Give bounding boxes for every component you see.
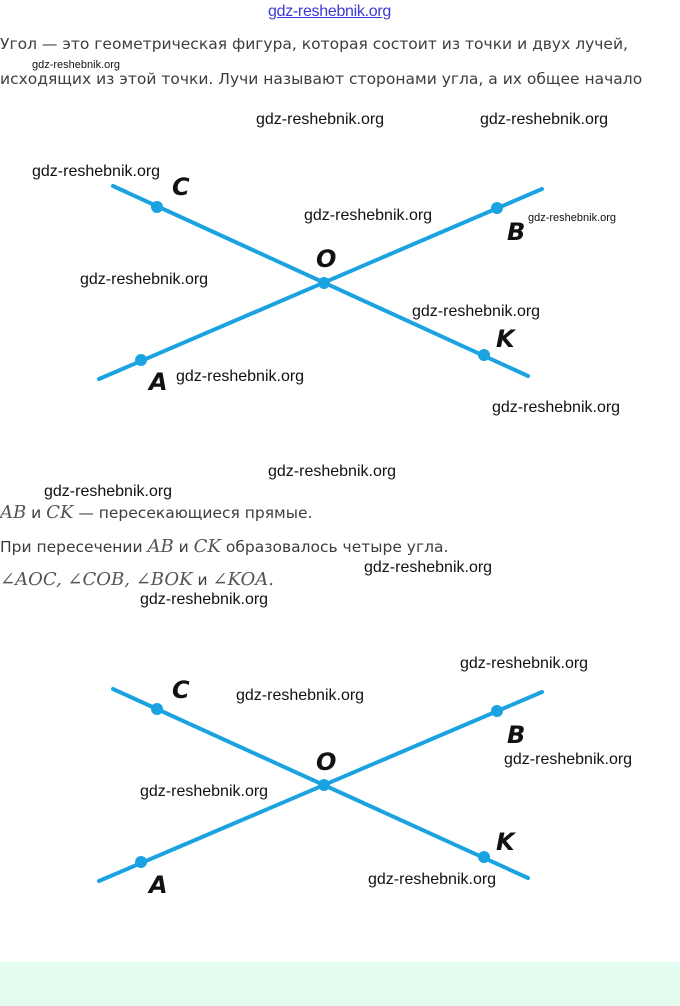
intersecting-lines-diagram-2: C B O K A — [97, 676, 544, 899]
label-k: K — [496, 325, 517, 353]
math-ck: CK — [46, 502, 74, 523]
text: При пересечении — [0, 538, 148, 556]
watermark: gdz-reshebnik.org — [140, 783, 269, 800]
statement-four-angles: При пересечении AB и CK образовалось чет… — [0, 536, 448, 557]
text: и — [26, 504, 47, 522]
point-k — [478, 349, 490, 361]
math-ab: AB — [0, 502, 27, 523]
watermark-link[interactable]: gdz-reshebnik.org — [268, 3, 391, 20]
watermark: gdz-reshebnik.org — [528, 212, 617, 224]
point-k — [478, 851, 490, 863]
math-ck: CK — [193, 536, 221, 557]
angles-list: ∠AOC, ∠COB, ∠BOK и ∠KOA. — [0, 569, 274, 590]
intro-line-2: исходящих из этой точки. Лучи называют с… — [0, 70, 643, 88]
point-b — [491, 202, 503, 214]
math-angle-koa: ∠KOA. — [212, 569, 275, 590]
watermark: gdz-reshebnik.org — [236, 687, 365, 704]
math-ab: AB — [147, 536, 174, 557]
label-o: O — [316, 245, 336, 273]
footer-band — [0, 962, 680, 1006]
text: — пересекающиеся прямые. — [73, 504, 313, 522]
point-a — [135, 856, 147, 868]
point-o — [318, 779, 330, 791]
watermark: gdz-reshebnik.org — [504, 751, 633, 768]
watermark: gdz-reshebnik.org — [268, 463, 397, 480]
watermark: gdz-reshebnik.org — [256, 111, 385, 128]
label-k: K — [496, 828, 517, 856]
watermark: gdz-reshebnik.org — [44, 483, 173, 500]
point-o — [318, 277, 330, 289]
point-a — [135, 354, 147, 366]
text: и — [173, 538, 194, 556]
watermark: gdz-reshebnik.org — [32, 163, 161, 180]
watermark: gdz-reshebnik.org — [480, 111, 609, 128]
watermark: gdz-reshebnik.org — [304, 207, 433, 224]
label-b: B — [507, 218, 525, 246]
watermark: gdz-reshebnik.org — [364, 559, 493, 576]
math-angles: ∠AOC, ∠COB, ∠BOK — [0, 569, 193, 590]
watermark: gdz-reshebnik.org — [368, 871, 497, 888]
intersecting-lines-diagram-1: C B O K A — [97, 173, 544, 396]
watermark: gdz-reshebnik.org — [80, 271, 209, 288]
label-a: A — [147, 368, 168, 396]
label-c: C — [172, 173, 190, 201]
point-c — [151, 703, 163, 715]
point-b — [491, 705, 503, 717]
watermark: gdz-reshebnik.org — [32, 59, 121, 71]
label-b: B — [507, 721, 525, 749]
statement-intersecting: AB и CK — пересекающиеся прямые. — [0, 502, 312, 523]
watermark: gdz-reshebnik.org — [176, 368, 305, 385]
intro-line-1: Угол — это геометрическая фигура, котора… — [0, 35, 628, 53]
watermark: gdz-reshebnik.org — [492, 399, 621, 416]
text: образовалось четыре угла. — [220, 538, 449, 556]
label-a: A — [147, 871, 168, 899]
label-o: O — [316, 748, 336, 776]
point-c — [151, 201, 163, 213]
watermark: gdz-reshebnik.org — [412, 303, 541, 320]
watermark: gdz-reshebnik.org — [140, 591, 269, 608]
text: и — [192, 571, 213, 589]
label-c: C — [172, 676, 190, 704]
watermark: gdz-reshebnik.org — [460, 655, 589, 672]
